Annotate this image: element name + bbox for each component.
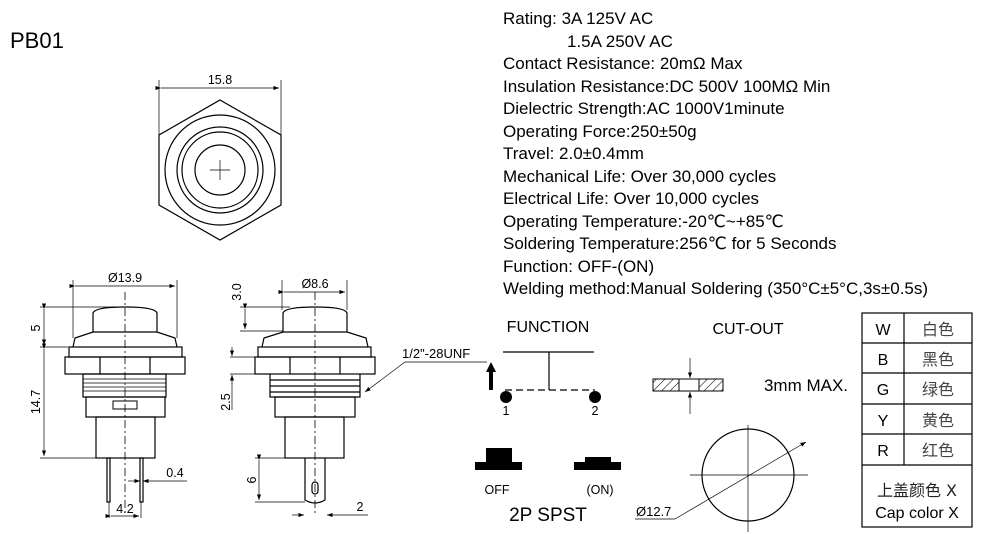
spec-mech-life: Mechanical Life: Over 30,000 cycles [503,167,776,186]
cutout-thickness: 3mm MAX. [764,376,848,395]
spec-travel: Travel: 2.0±0.4mm [503,144,644,163]
dim-side-cap-h: 3.0 [230,283,244,300]
top-view: 15.8 [155,73,282,241]
off-state-icon [475,448,522,470]
spec-welding: Welding method:Manual Soldering (350°C±5… [503,279,928,298]
dim-pin-pitch: 4.2 [116,502,133,516]
dim-side-pin-w: 2 [357,500,364,514]
cutout-dia: Ø12.7 [636,504,671,519]
spec-elec-life: Electrical Life: Over 10,000 cycles [503,189,759,208]
color-name: 白色 [922,320,954,339]
dim-side-thread-h: 2.5 [219,393,233,410]
on-label: (ON) [586,483,613,497]
color-name: 黄色 [922,411,954,430]
cap-color-en: Cap color X [875,505,959,522]
on-state-icon [574,457,621,470]
off-label: OFF [485,483,510,497]
thread-spec: 1/2"-28UNF [402,346,470,361]
dim-pin-width: 0.4 [166,466,183,480]
spec-contact-resistance: Contact Resistance: 20mΩ Max [503,54,743,73]
dim-side-pin-h: 6 [245,476,259,483]
spec-function: Function: OFF-(ON) [503,257,654,276]
color-code: G [877,382,889,399]
spec-insulation: Insulation Resistance:DC 500V 100MΩ Min [503,77,830,96]
spec-dielectric: Dielectric Strength:AC 1000V1minute [503,99,785,118]
model-title: PB01 [10,28,64,53]
color-code: W [875,322,891,339]
spec-op-temp: Operating Temperature:-20℃~+85℃ [503,212,784,231]
function-diagram: FUNCTION 1 2 OFF (ON) 2P SPST [475,319,621,526]
color-table: W 白色 B 黑色 G 绿色 Y 黄色 R 红色 上盖颜色 X Cap colo… [861,312,973,528]
specs-list: Rating: 3A 125V AC 1.5A 250V AC Contact … [503,9,928,298]
color-name: 红色 [922,441,954,460]
function-title: FUNCTION [507,319,590,336]
dim-front-dia: Ø13.9 [108,271,142,285]
switch-type: 2P SPST [509,505,587,526]
pin-2-label: 2 [592,404,599,418]
spec-solder-temp: Soldering Temperature:256℃ for 5 Seconds [503,234,836,253]
dim-side-dia: Ø8.6 [301,277,328,291]
color-code: B [878,352,889,369]
dim-front-cap-h: 5 [29,324,43,331]
side-view: Ø8.6 3.0 2.5 6 2 1/2"-28UNF [219,277,487,518]
color-name: 绿色 [922,380,954,399]
spec-force: Operating Force:250±50g [503,122,697,141]
spec-rating: Rating: 3A 125V AC [503,9,653,28]
front-view: Ø13.9 5 14.7 0.4 4.2 [29,271,187,519]
dim-front-body-h: 14.7 [29,390,43,414]
color-name: 黑色 [922,350,954,369]
spec-rating-2: 1.5A 250V AC [567,32,673,51]
cutout-title: CUT-OUT [712,321,783,338]
dim-top-width: 15.8 [208,73,232,87]
color-code: Y [878,413,889,430]
pin-1-label: 1 [503,404,510,418]
up-arrow-icon [486,362,496,390]
color-code: R [877,443,889,460]
cap-color-cn: 上盖颜色 X [877,481,957,500]
cutout-diagram: CUT-OUT 3mm MAX. Ø12.7 [635,321,848,532]
